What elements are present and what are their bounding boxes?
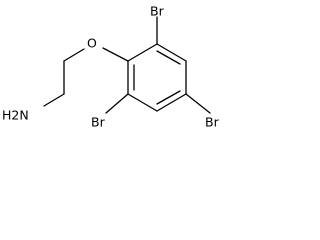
ring-bond-c4-c5: [156, 93, 187, 112]
bond-ch2-to-amine: [43, 93, 65, 107]
bond-ring-to-br-right: [185, 93, 211, 114]
ring-double-bond-inner-3: [156, 90, 181, 105]
atom-label-br-top: Br: [150, 4, 165, 19]
atom-label-oxygen: O: [87, 36, 97, 51]
bond-ring-to-br-bottom-left: [105, 93, 129, 114]
chemical-structure-diagram: Br O Br Br H2N: [2, 4, 220, 130]
ring-bond-c5-c6: [127, 93, 158, 112]
bond-ring-to-oxygen: [102, 47, 129, 62]
benzene-ring: [127, 43, 187, 112]
bond-oxygen-to-ch2: [63, 48, 85, 62]
atom-label-amine: H2N: [2, 108, 29, 123]
ring-double-bond-inner-2: [156, 50, 181, 65]
ring-bond-c1-c2: [127, 43, 158, 62]
atom-label-br-bottom-left: Br: [91, 115, 106, 130]
atom-label-br-right: Br: [205, 115, 220, 130]
ring-bond-c2-c3: [156, 43, 187, 62]
